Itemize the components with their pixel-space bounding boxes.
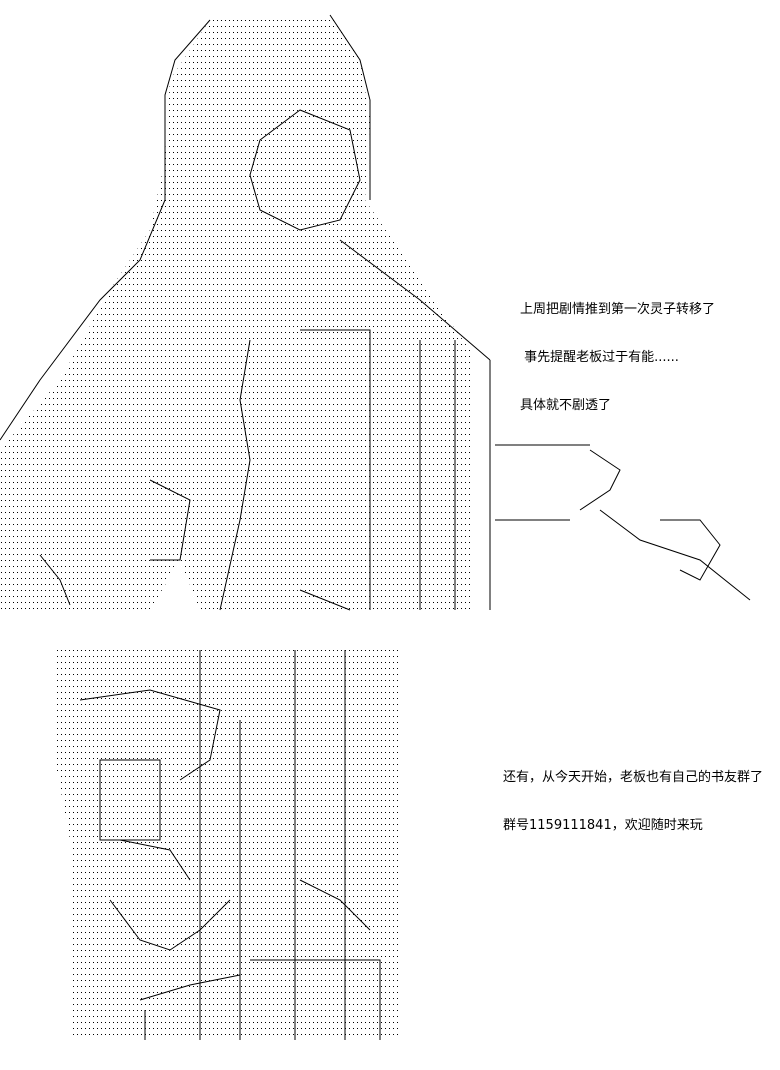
caption-top-line-2: 事先提醒老板过于有能...... <box>520 350 679 365</box>
caption-top: 上周把剧情推到第一次灵子转移了 事先提醒老板过于有能...... 具体就不剧透了 <box>520 270 715 430</box>
caption-top-line-3: 具体就不剧透了 <box>520 398 612 413</box>
caption-bottom-line-2: 群号1159111841，欢迎随时来玩 <box>503 818 703 833</box>
caption-bottom: 还有，从今天开始，老板也有自己的书友群了 群号1159111841，欢迎随时来玩 <box>503 738 763 850</box>
bottom-figure-art <box>55 650 400 1040</box>
caption-bottom-line-1: 还有，从今天开始，老板也有自己的书友群了 <box>503 770 764 785</box>
caption-top-line-1: 上周把剧情推到第一次灵子转移了 <box>520 302 716 317</box>
top-figure-art <box>0 14 751 611</box>
